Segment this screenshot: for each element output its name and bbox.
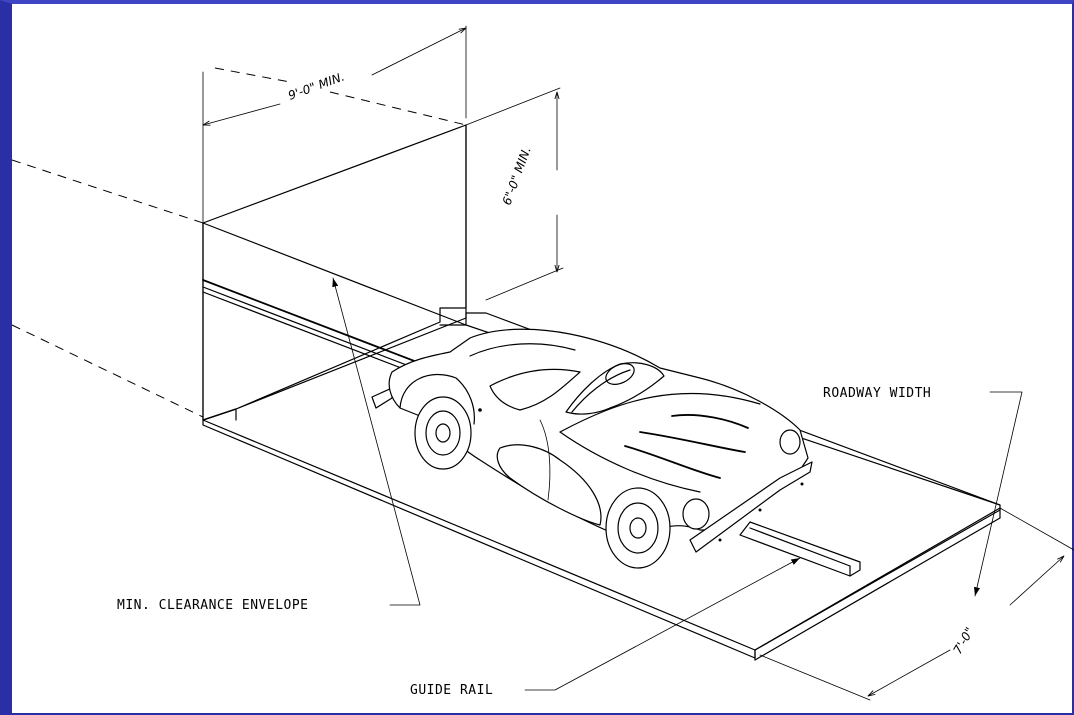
height-dimension-text: 6"-0" MIN. (500, 145, 534, 207)
height-dimension: 6"-0" MIN. (465, 87, 564, 301)
roadway-width-label: ROADWAY WIDTH (823, 386, 931, 401)
envelope-dashed-lines (11, 67, 467, 418)
clearance-envelope-label: MIN. CLEARANCE ENVELOPE (117, 598, 309, 613)
car-illustration (388, 328, 813, 569)
guide-rail (202, 279, 861, 577)
roadway-dimension-text: 7'-0" (950, 625, 976, 657)
leader-lines (332, 277, 1023, 691)
width-dimension-text: 9'-0" MIN. (286, 70, 346, 103)
guide-rail-label: GUIDE RAIL (410, 683, 493, 698)
